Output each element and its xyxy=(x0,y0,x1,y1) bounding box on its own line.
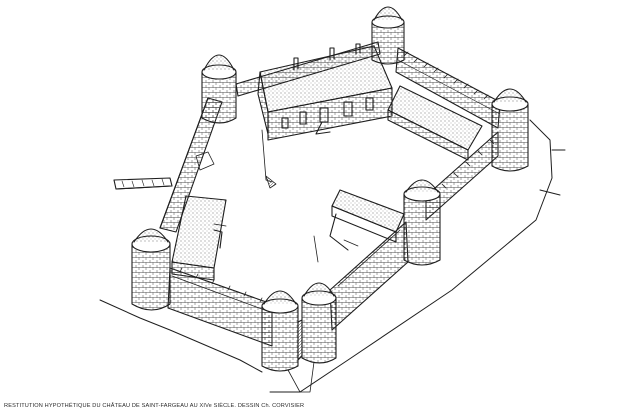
curtain-wall-southwest xyxy=(167,267,273,347)
tower-north xyxy=(371,6,405,65)
gatehouse-tower-left xyxy=(261,290,299,372)
south-building xyxy=(329,189,405,251)
tower-west xyxy=(131,228,171,311)
tower-northwest xyxy=(201,54,237,124)
left-bridge xyxy=(113,177,173,190)
east-building xyxy=(387,85,483,161)
drawing-caption: RESTITUTION HYPOTHÉTIQUE DU CHÂTEAU DE S… xyxy=(4,403,305,409)
west-building xyxy=(171,195,227,281)
gatehouse-entrance xyxy=(287,319,315,393)
gatehouse-tower-right xyxy=(301,282,337,364)
tower-east xyxy=(491,88,529,172)
curtain-wall-northeast xyxy=(395,47,501,129)
courtyard-details xyxy=(195,129,319,263)
tower-southeast xyxy=(403,179,441,266)
moat-edge xyxy=(99,119,566,393)
